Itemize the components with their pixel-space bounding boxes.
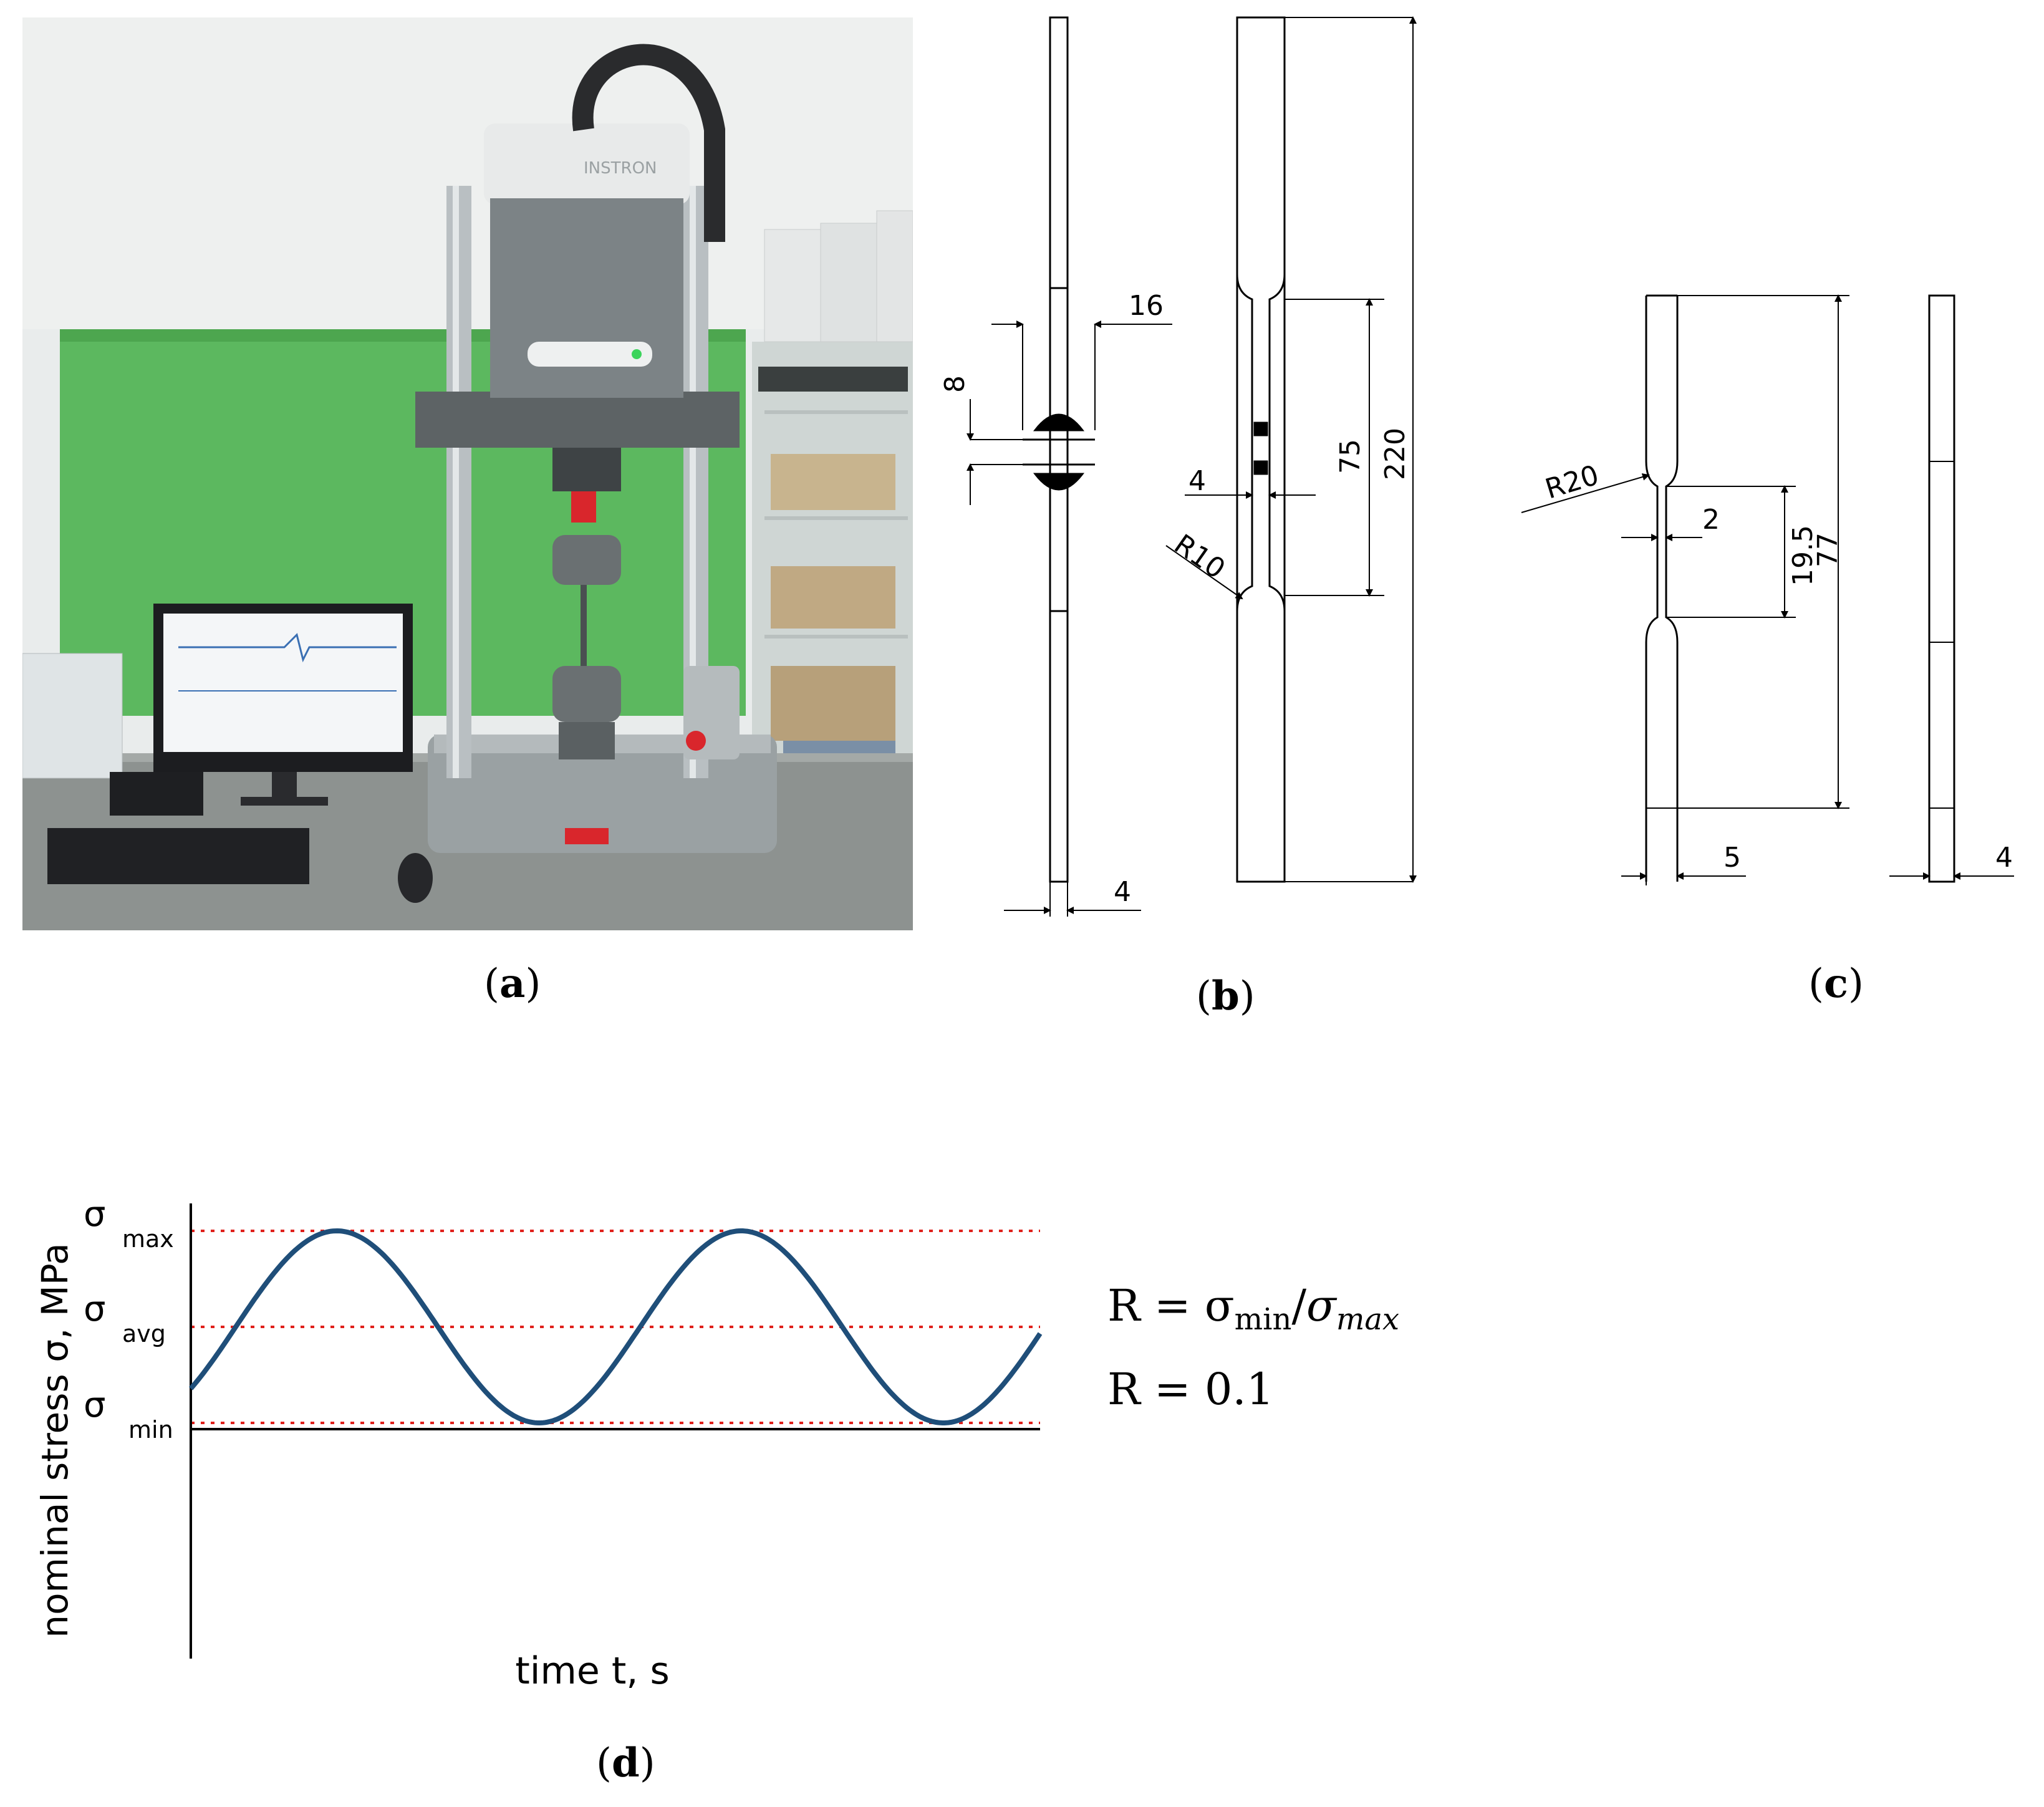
dim-c-4: 4: [1995, 842, 2013, 874]
dim-b-16: 16: [1129, 290, 1164, 322]
panel-label-b: (b): [1196, 973, 1255, 1019]
dim-c-R20: R20: [1541, 459, 1603, 505]
dim-b-220: 220: [1379, 428, 1411, 480]
panel-label-a: (a): [484, 960, 541, 1007]
y-tick-sigma-avg: σ: [84, 1289, 106, 1329]
panel-letter-b: b: [1211, 973, 1240, 1019]
y-tick-sigma-max: σ: [84, 1194, 106, 1235]
dim-c-2: 2: [1702, 504, 1720, 536]
machine-brand-label: INSTRON: [584, 159, 657, 178]
x-axis-title: time t, s: [515, 1649, 670, 1693]
y-tick-sub-avg: avg: [122, 1320, 166, 1347]
dim-c-19-5: 19.5: [1787, 525, 1819, 586]
stress-waveform-line: [188, 1228, 1043, 1426]
panel-letter-c: c: [1823, 960, 1848, 1007]
panel-letter-a: a: [499, 960, 526, 1007]
dim-b-75: 75: [1334, 439, 1366, 474]
photo-testing-machine: INSTRON: [22, 17, 913, 930]
reference-lines: [191, 1230, 1040, 1424]
y-tick-sub-max: max: [122, 1225, 174, 1253]
y-tick-sigma-min: σ: [84, 1385, 106, 1425]
testing-machine-illustration: INSTRON: [22, 17, 913, 930]
panel-letter-d: d: [611, 1740, 640, 1786]
equation-ratio: R = σmin/σmax: [1107, 1280, 1399, 1337]
dim-b-4-bottom: 4: [1114, 876, 1131, 908]
dim-c-5: 5: [1723, 842, 1741, 874]
equation-r-value: R = 0.1: [1107, 1364, 1274, 1415]
drawing-b-dogbone: [1165, 16, 1417, 883]
y-tick-sub-min: min: [128, 1416, 173, 1443]
y-axis-title: nominal stress σ, MPa: [34, 1243, 76, 1637]
y-tick-labels: σ max σ avg σ min: [84, 1194, 174, 1443]
dim-c-77: 77: [1812, 532, 1844, 567]
panel-label-d: (d): [596, 1740, 655, 1786]
drawing-b-side-view: [967, 16, 1172, 917]
equations: R = σmin/σmax R = 0.1: [1107, 1280, 1399, 1415]
drawing-c-dogbone: [1521, 294, 2014, 885]
dim-b-R10: R10: [1169, 528, 1231, 585]
dim-b-8: 8: [939, 375, 971, 393]
dim-b-4-width: 4: [1188, 465, 1206, 497]
panel-label-c: (c): [1808, 960, 1864, 1007]
